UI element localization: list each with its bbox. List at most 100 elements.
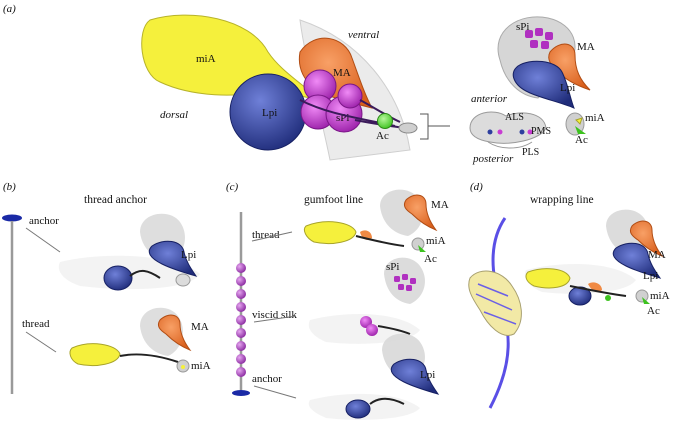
- b-upper-lpi-body: [103, 265, 133, 291]
- leader-thread-b: [25, 331, 57, 353]
- panel-c-letter: (c): [226, 181, 239, 193]
- b-lower-mia: [69, 343, 121, 367]
- c-label-lpi: Lpi: [420, 369, 435, 381]
- anchor-disc: [2, 214, 22, 222]
- inset: sPi MA Lpi anterior posterior ALS PMS PL…: [469, 16, 605, 165]
- bead: [236, 263, 246, 273]
- inset-small-mia: [575, 117, 583, 125]
- b-label-lpi: Lpi: [181, 249, 196, 261]
- b-lower-dot: [181, 365, 185, 369]
- spinneret-tip: [398, 122, 418, 134]
- c-bot-lpi: [390, 358, 440, 395]
- b-upper-lpi: [148, 240, 198, 277]
- c-leader-viscid: [253, 315, 297, 323]
- panel-d-letter: (d): [470, 181, 483, 193]
- panel-d-title: wrapping line: [530, 194, 594, 206]
- als-dot-4: [527, 129, 533, 135]
- label-ma: MA: [333, 67, 351, 79]
- spi-gland-4: [337, 83, 363, 109]
- als-dot-1: [487, 129, 493, 135]
- c-anchor-disc: [232, 390, 250, 396]
- d-small-gland: [635, 289, 649, 303]
- inset-spi: [525, 28, 553, 49]
- c-label-mia: miA: [426, 235, 446, 247]
- ac-gland: [377, 113, 393, 129]
- panel-a-letter: (a): [3, 3, 16, 15]
- c-bot-lpi-body: [345, 399, 371, 419]
- d-ac-dot: [605, 295, 611, 301]
- d-ma: [629, 220, 664, 258]
- bead: [236, 341, 246, 351]
- c-viscid-beads: [236, 263, 246, 377]
- d-ma-small: [588, 282, 602, 292]
- c-top-ma: [403, 194, 438, 232]
- inset-label-mia: miA: [585, 112, 605, 124]
- b-upper-duct: [129, 270, 161, 279]
- bead: [236, 302, 246, 312]
- c-label-ma: MA: [431, 199, 449, 211]
- leader-anchor: [25, 227, 61, 253]
- d-label-ma: MA: [648, 249, 666, 261]
- inset-label-ma: MA: [577, 41, 595, 53]
- panel-c: (c) gumfoot line thread viscid silk anch…: [226, 181, 449, 420]
- panel-b: (b) thread anchor anchor thread Lpi MA m…: [2, 181, 211, 394]
- d-small-ac: [642, 297, 650, 304]
- c-label-viscid: viscid silk: [252, 309, 297, 321]
- label-lpi: Lpi: [262, 107, 277, 119]
- bead: [236, 328, 246, 338]
- inset-label-spi: sPi: [516, 21, 529, 33]
- spinneret-pls: [487, 141, 533, 149]
- d-lpi: [612, 242, 662, 279]
- bead: [236, 367, 246, 377]
- c-mid-grey: [384, 257, 425, 304]
- c-leader-anchor: [253, 385, 297, 399]
- als-dot-3: [519, 129, 525, 135]
- b-label-ma: MA: [191, 321, 209, 333]
- d-duct: [569, 285, 627, 297]
- c-bot-duct: [369, 397, 405, 405]
- inset-small-ac: [575, 126, 586, 134]
- c-label-ac: Ac: [424, 253, 437, 265]
- bead: [236, 354, 246, 364]
- c-top-small-gland: [411, 237, 425, 251]
- label-ventral: ventral: [348, 29, 379, 41]
- b-lower-duct: [119, 353, 179, 363]
- b-lower-ma: [157, 314, 192, 352]
- c-mid-duct: [377, 325, 411, 335]
- bracket: [420, 113, 450, 140]
- d-label-ac: Ac: [647, 305, 660, 317]
- d-label-mia: miA: [650, 290, 670, 302]
- panel-c-title: gumfoot line: [304, 194, 363, 206]
- bead: [236, 276, 246, 286]
- c-label-spi: sPi: [386, 261, 399, 273]
- inset-lpi: [512, 60, 575, 109]
- inset-label-pms: PMS: [531, 126, 551, 137]
- label-dorsal: dorsal: [160, 109, 188, 121]
- bead: [236, 315, 246, 325]
- inset-label-lpi: Lpi: [560, 82, 575, 94]
- b-upper-spinneret: [175, 273, 191, 287]
- als-dot-2: [497, 129, 503, 135]
- inset-label-anterior: anterior: [471, 93, 508, 105]
- d-mia: [525, 268, 571, 289]
- inset-label-ac: Ac: [575, 134, 588, 146]
- label-thread-b: thread: [22, 318, 50, 330]
- c-label-thread: thread: [252, 229, 280, 241]
- label-mia: miA: [196, 53, 216, 65]
- label-ac: Ac: [376, 130, 389, 142]
- c-top-ac: [418, 245, 426, 252]
- d-wrapped-prey: [468, 270, 522, 336]
- c-leader-thread: [251, 231, 293, 242]
- label-anchor: anchor: [29, 215, 59, 227]
- panel-b-title: thread anchor: [84, 194, 147, 206]
- bead: [236, 289, 246, 299]
- d-label-lpi: Lpi: [643, 270, 658, 282]
- inset-label-als: ALS: [505, 112, 524, 123]
- panel-d: (d) wrapping line MA Lpi miA Ac: [468, 181, 670, 409]
- panel-b-letter: (b): [3, 181, 16, 193]
- c-top-mia: [303, 221, 357, 245]
- inset-label-pls: PLS: [522, 147, 539, 158]
- c-mid-spi-2: [366, 324, 378, 336]
- c-label-anchor: anchor: [252, 373, 282, 385]
